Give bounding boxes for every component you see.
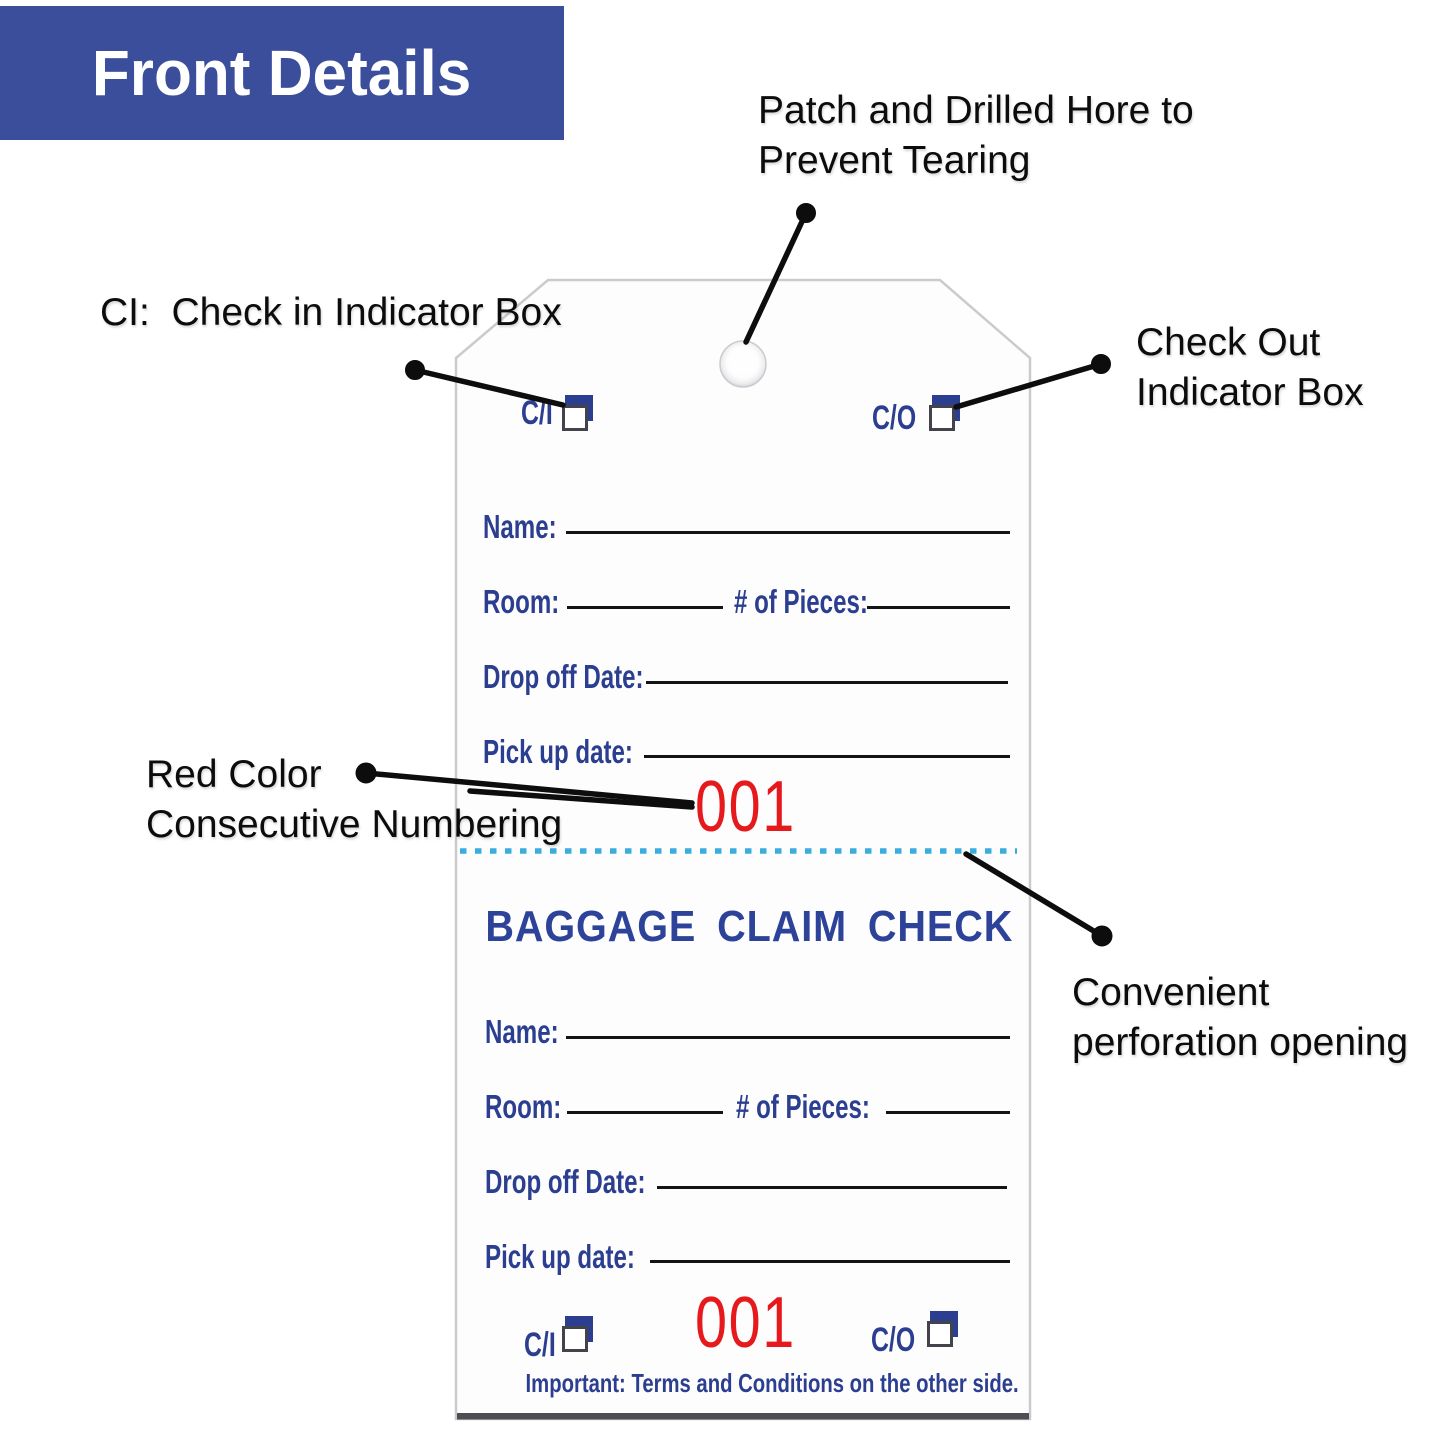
tag-bottom-shadow — [457, 1413, 1029, 1420]
leader-line-check-out — [953, 361, 1104, 410]
checkbox-box — [562, 1326, 588, 1352]
field-line-room-lower — [567, 1111, 723, 1114]
serial-number-upper: 001 — [695, 767, 796, 847]
check-out-checkbox-lower-icon — [927, 1311, 958, 1348]
claim-heading: BAGGAGE CLAIM CHECK — [485, 902, 1014, 951]
annotation-patch-hole: Patch and Drilled Hore to Prevent Tearin… — [758, 89, 1194, 182]
check-out-checkbox-upper-icon — [929, 395, 960, 432]
serial-number-lower: 001 — [695, 1283, 796, 1363]
field-line-room-upper — [567, 606, 723, 609]
claim-heading-row: BAGGAGE CLAIM CHECK — [456, 905, 1030, 949]
field-line-pieces-lower — [886, 1111, 1010, 1114]
field-label-pieces-upper: # of Pieces: — [734, 583, 868, 620]
field-line-dropoff-lower — [657, 1186, 1007, 1189]
field-label-room-lower: Room: — [485, 1088, 562, 1125]
annotation-check-in: CI: Check in Indicator Box — [100, 291, 562, 334]
field-line-pickup-upper — [644, 755, 1010, 758]
field-line-name-lower — [566, 1036, 1010, 1039]
banner-title: Front Details — [92, 37, 472, 109]
field-label-dropoff-lower: Drop off Date: — [485, 1163, 646, 1200]
leader-line-patch-hole — [743, 210, 809, 345]
callout-dot-patch-hole — [796, 203, 816, 223]
checkbox-box — [927, 1321, 953, 1347]
checkbox-box — [929, 405, 955, 431]
check-out-label-upper: C/O — [872, 399, 917, 437]
callout-dot-check-out — [1091, 354, 1111, 374]
field-line-dropoff-upper — [646, 681, 1008, 684]
field-label-dropoff-upper: Drop off Date: — [483, 658, 644, 695]
punch-hole-icon — [719, 340, 767, 388]
field-label-pieces-lower: # of Pieces: — [736, 1088, 870, 1125]
annotation-red-numbering: Red Color Consecutive Numbering — [146, 753, 563, 846]
section-banner: Front Details — [0, 6, 564, 140]
field-label-pickup-lower: Pick up date: — [485, 1238, 635, 1275]
field-line-pieces-upper — [867, 606, 1010, 609]
callout-dot-perforation — [1091, 925, 1113, 947]
field-label-name-upper: Name: — [483, 508, 557, 545]
field-line-name-upper — [566, 531, 1010, 534]
field-line-pickup-lower — [650, 1260, 1010, 1263]
annotation-check-out: Check Out Indicator Box — [1136, 321, 1364, 414]
field-label-room-upper: Room: — [483, 583, 560, 620]
terms-footer-note: Important: Terms and Conditions on the o… — [525, 1368, 1019, 1398]
footer-row: Important: Terms and Conditions on the o… — [456, 1370, 1030, 1397]
callout-dot-check-in — [405, 360, 425, 380]
check-in-checkbox-lower-icon — [562, 1316, 593, 1353]
check-in-label-upper: C/I — [521, 394, 553, 432]
field-label-pickup-upper: Pick up date: — [483, 733, 633, 770]
field-label-name-lower: Name: — [485, 1013, 559, 1050]
annotation-perforation: Convenient perforation opening — [1072, 971, 1409, 1064]
check-in-checkbox-upper-icon — [562, 395, 593, 432]
check-out-label-lower: C/O — [871, 1321, 916, 1359]
checkbox-box — [562, 405, 588, 431]
check-in-label-lower: C/I — [524, 1326, 556, 1364]
